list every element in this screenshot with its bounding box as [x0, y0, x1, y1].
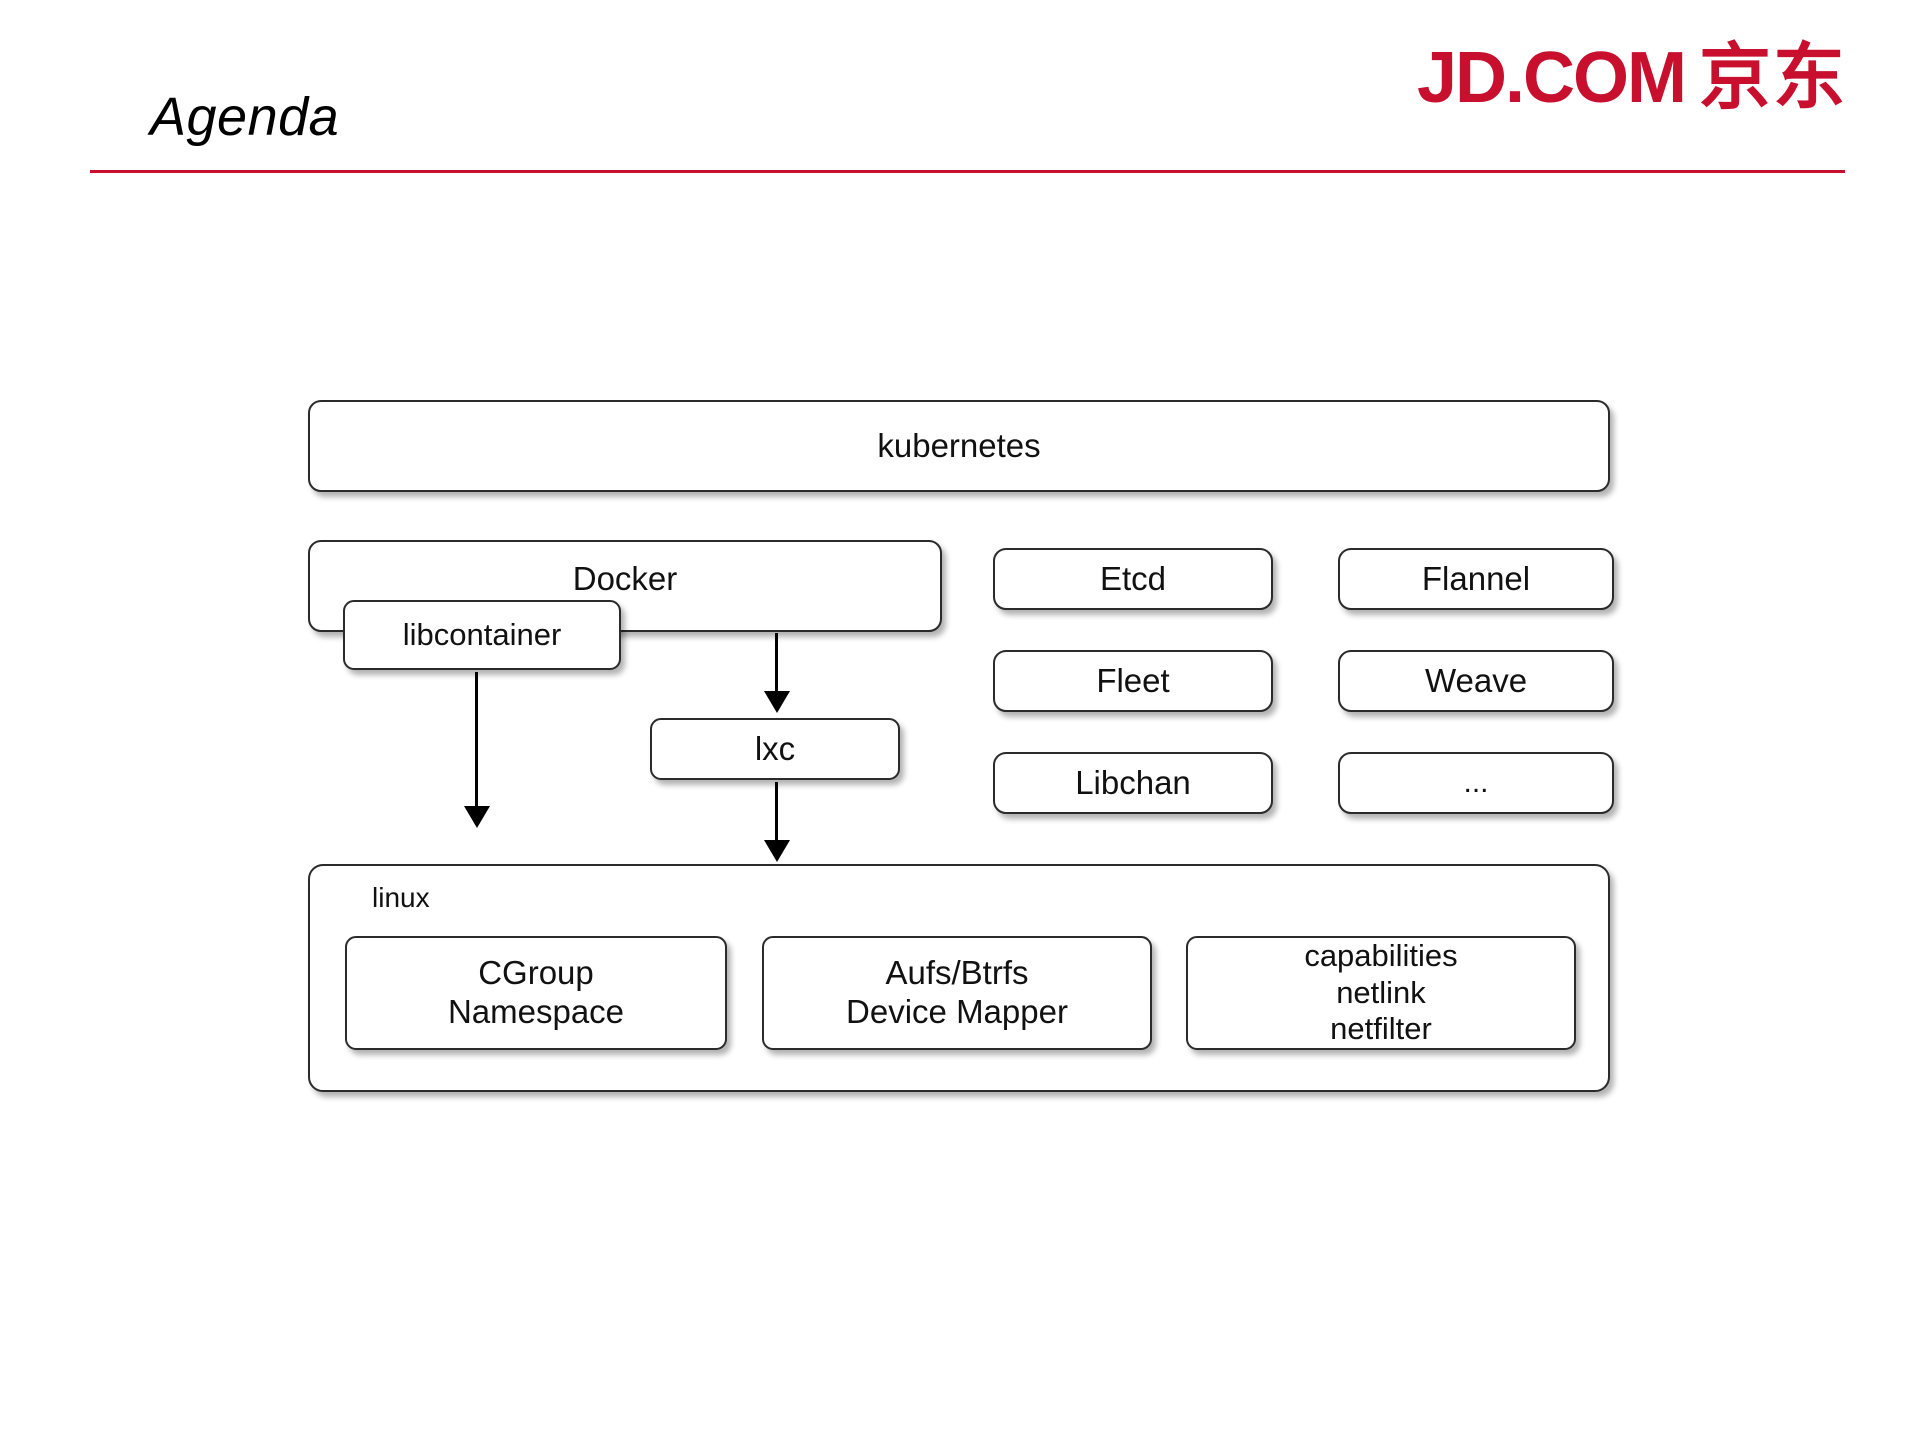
header-divider	[90, 170, 1845, 173]
node-libchan[interactable]: Libchan	[993, 752, 1273, 814]
arrow-head	[764, 840, 790, 862]
node-capabilities-netlink-netfilter[interactable]: capabilities netlink netfilter	[1186, 936, 1576, 1050]
arrow-shaft	[475, 672, 478, 810]
arrow-shaft	[775, 782, 778, 844]
arrow-head	[464, 806, 490, 828]
page-title: Agenda	[150, 87, 340, 147]
node-ellipsis[interactable]: ...	[1338, 752, 1614, 814]
node-libcontainer[interactable]: libcontainer	[343, 600, 621, 670]
node-flannel[interactable]: Flannel	[1338, 548, 1614, 610]
arrow-head	[764, 691, 790, 713]
arrow-shaft	[775, 633, 778, 695]
node-kubernetes[interactable]: kubernetes	[308, 400, 1610, 492]
brand-latin-text: JD.COM	[1416, 38, 1687, 118]
node-weave[interactable]: Weave	[1338, 650, 1614, 712]
node-aufs-device-mapper[interactable]: Aufs/Btrfs Device Mapper	[762, 936, 1152, 1050]
node-cgroup-namespace[interactable]: CGroup Namespace	[345, 936, 727, 1050]
node-lxc[interactable]: lxc	[650, 718, 900, 780]
node-etcd[interactable]: Etcd	[993, 548, 1273, 610]
node-fleet[interactable]: Fleet	[993, 650, 1273, 712]
linux-label: linux	[372, 882, 430, 913]
brand-cjk-text: 京东	[1698, 38, 1847, 118]
